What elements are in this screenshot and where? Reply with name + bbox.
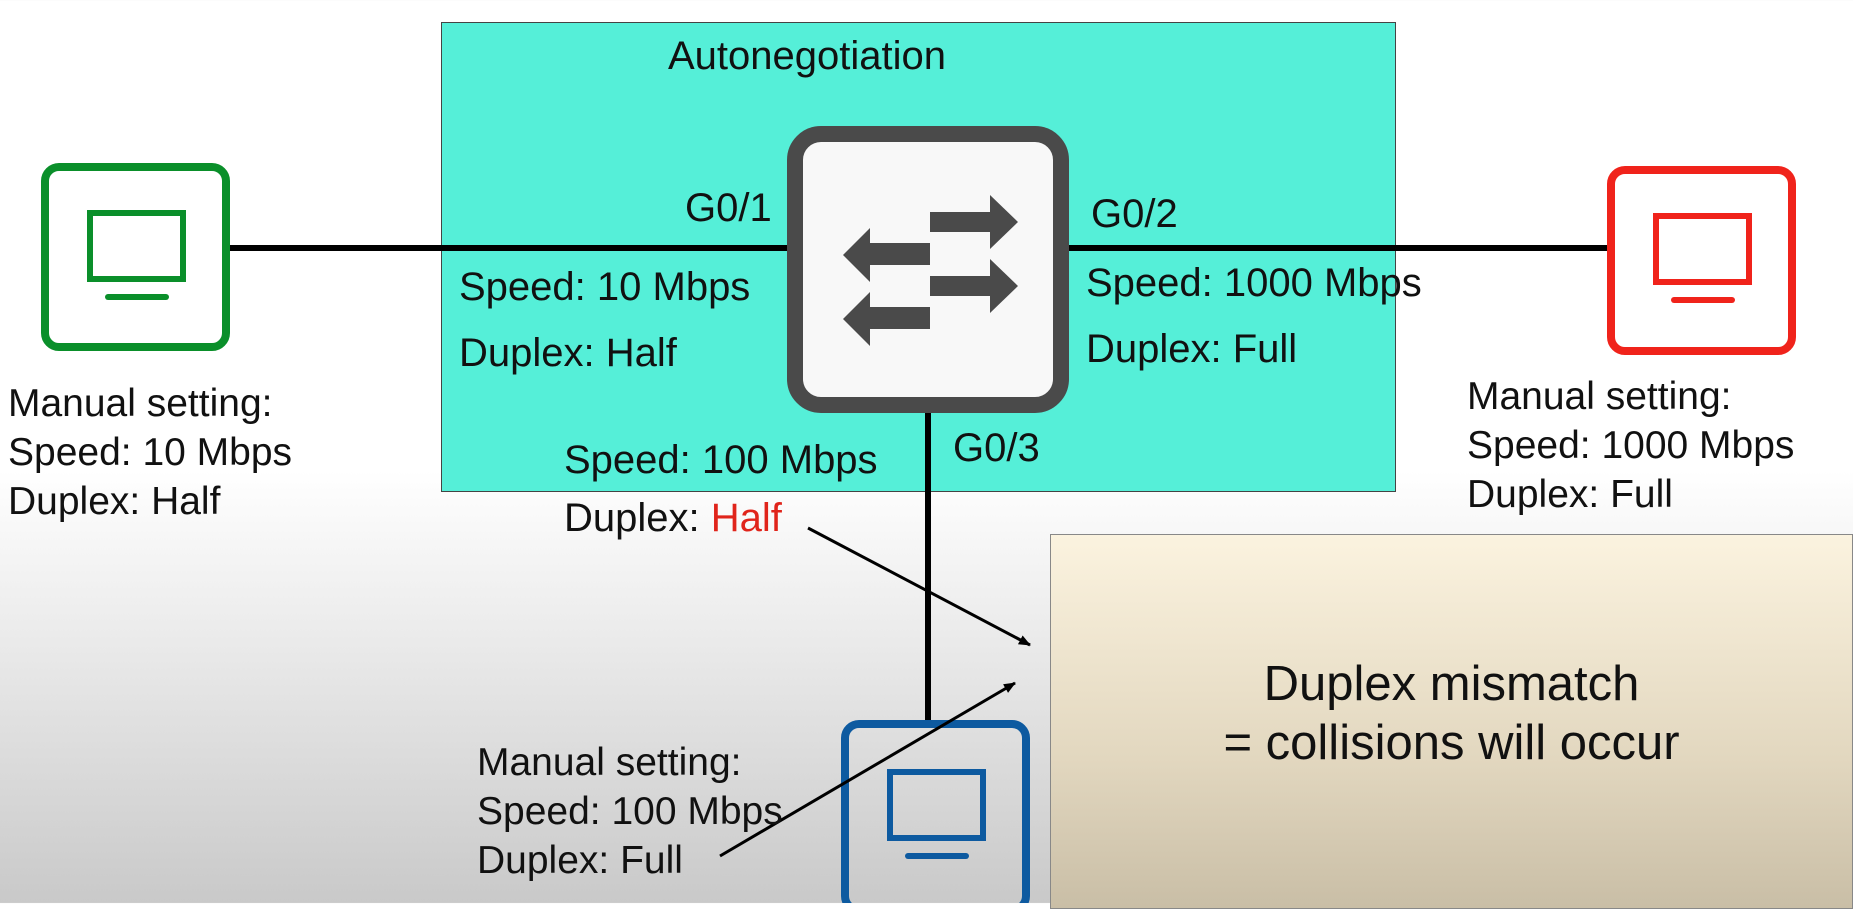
result-line-1: Duplex mismatch	[1263, 657, 1640, 711]
g03-duplex: Duplex: Half	[564, 498, 782, 538]
result-line-2: = collisions will occur	[1223, 716, 1680, 770]
pc-left-duplex: Duplex: Half	[8, 480, 221, 523]
arrow-from-switch-duplex	[807, 526, 1031, 647]
duplex-mismatch-box	[1050, 534, 1853, 909]
pc-right-monitor-icon	[1607, 166, 1796, 355]
pc-right-settings: Manual setting: Speed: 1000 Mbps Duplex:…	[1467, 372, 1794, 519]
g02-speed: Speed: 1000 Mbps	[1086, 261, 1422, 305]
pc-left-speed: Speed: 10 Mbps	[8, 431, 293, 474]
pc-bottom-heading: Manual setting:	[477, 741, 742, 784]
port-label-g01: G0/1	[685, 186, 772, 230]
g02-duplex: Duplex: Full	[1086, 327, 1298, 371]
autonegotiation-title: Autonegotiation	[668, 34, 947, 78]
pc-right-duplex: Duplex: Full	[1467, 473, 1673, 516]
g03-speed: Speed: 100 Mbps	[564, 438, 878, 482]
pc-bottom-duplex: Duplex: Full	[477, 839, 683, 882]
arrow-from-pc-duplex	[719, 681, 1016, 858]
pc-right-heading: Manual setting:	[1467, 375, 1732, 418]
pc-right-speed: Speed: 1000 Mbps	[1467, 424, 1795, 467]
pc-left-heading: Manual setting:	[8, 382, 273, 425]
pc-left-settings: Manual setting: Speed: 10 Mbps Duplex: H…	[8, 379, 292, 526]
g03-duplex-prefix: Duplex:	[564, 496, 711, 540]
port-label-g02: G0/2	[1091, 192, 1178, 236]
pc-bottom-settings: Manual setting: Speed: 100 Mbps Duplex: …	[477, 738, 783, 885]
pc-left-monitor-icon	[41, 163, 230, 351]
port-label-g03: G0/3	[953, 426, 1040, 470]
duplex-mismatch-text: Duplex mismatch = collisions will occur	[1050, 655, 1853, 773]
pc-bottom-monitor-icon	[841, 720, 1030, 903]
g03-duplex-value-highlight: Half	[710, 496, 782, 540]
g01-duplex: Duplex: Half	[459, 331, 677, 375]
switch-arrows-icon	[787, 126, 1069, 413]
pc-bottom-speed: Speed: 100 Mbps	[477, 790, 783, 833]
g01-speed: Speed: 10 Mbps	[459, 265, 751, 309]
